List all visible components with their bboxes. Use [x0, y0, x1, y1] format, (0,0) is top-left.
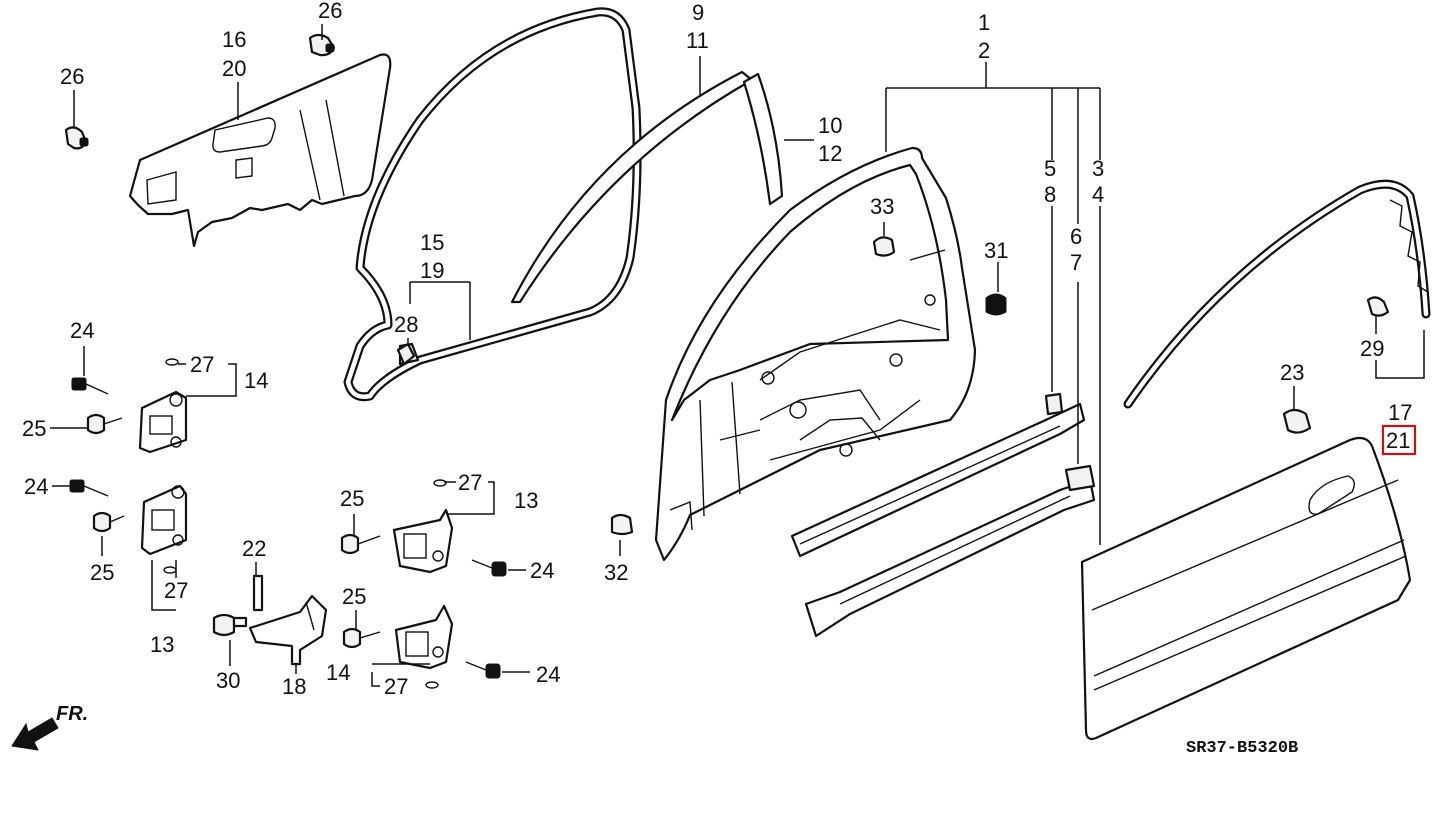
label-part-21: 21: [1386, 428, 1410, 453]
label-part-33: 33: [870, 194, 894, 219]
label-part-8: 8: [1044, 182, 1056, 207]
label-part-31: 31: [984, 238, 1008, 263]
label-part-11: 11: [686, 28, 709, 53]
leader-lines: [50, 24, 1425, 687]
label-part-19: 19: [420, 258, 444, 283]
washer-27-c: [433, 479, 447, 487]
hinge-lower-left: [140, 484, 188, 556]
label-part-23: 23: [1280, 360, 1304, 385]
label-part-2: 2: [978, 38, 990, 63]
door-hole-seal-cover: [128, 53, 392, 248]
door-sash-trim: [742, 72, 784, 206]
hinge-upper-left: [138, 390, 188, 454]
grommet-23: [1282, 408, 1312, 434]
label-part-12: 12: [818, 141, 842, 166]
label-part-15: 15: [420, 230, 444, 255]
label-part-29: 29: [1360, 336, 1384, 361]
label-part-16: 16: [222, 27, 246, 52]
clip-26-left: [64, 126, 89, 150]
door-outer-skin: [1080, 436, 1412, 741]
grommet-33: [872, 236, 896, 257]
label-part-26-top: 26: [318, 0, 342, 23]
label-part-1: 1: [978, 10, 990, 35]
hinge-middle-upper: [392, 508, 454, 574]
label-part-14-a: 14: [244, 368, 268, 393]
clip-29: [1366, 296, 1390, 317]
bolt-25-c: [340, 533, 381, 555]
label-part-6: 6: [1070, 224, 1082, 249]
grommet-32: [610, 513, 634, 536]
part-21-highlight: [1381, 424, 1417, 456]
label-part-14-b: 14: [326, 660, 350, 685]
washer-27-a: [165, 358, 179, 366]
grommet-31: [985, 293, 1007, 316]
label-part-20: 20: [222, 56, 246, 81]
label-part-10: 10: [818, 113, 842, 138]
bolt-25-a: [86, 413, 123, 435]
washer-27-d: [425, 681, 439, 689]
part-number-labels: 1 2 5 8 3 4 6 7 9 11 10 12 16 20 26 26 1…: [22, 0, 1412, 699]
checker-pin: [252, 574, 264, 612]
label-part-25-d: 25: [342, 584, 366, 609]
label-part-24-d: 24: [536, 662, 560, 687]
label-part-25-b: 25: [90, 560, 114, 585]
label-part-9: 9: [692, 0, 704, 25]
clip-26-top: [308, 33, 336, 57]
bolt-25-d: [342, 627, 381, 649]
bolt-25-b: [92, 511, 125, 533]
label-part-26-left: 26: [60, 64, 84, 89]
label-part-32: 32: [604, 560, 628, 585]
front-direction-label: FR.: [56, 703, 88, 725]
label-part-24-c: 24: [530, 558, 554, 583]
impact-beam-lower: [804, 464, 1096, 638]
bolt-30: [212, 613, 248, 637]
clip-28: [396, 342, 416, 366]
label-part-27-d: 27: [384, 674, 408, 699]
label-part-17: 17: [1388, 400, 1412, 425]
label-part-18: 18: [282, 674, 306, 699]
label-part-28: 28: [394, 312, 418, 337]
label-part-7: 7: [1070, 250, 1082, 275]
front-direction-arrow: FR.: [11, 703, 88, 751]
bolt-24-d: [465, 661, 501, 679]
label-part-25-a: 25: [22, 416, 46, 441]
label-part-3: 3: [1092, 156, 1104, 181]
label-part-13-b: 13: [514, 488, 538, 513]
impact-beam-upper: [790, 392, 1086, 558]
bolt-24-a: [71, 377, 109, 395]
label-part-13-a: 13: [150, 632, 174, 657]
label-part-4: 4: [1092, 182, 1104, 207]
label-part-27-a: 27: [190, 352, 214, 377]
label-part-27-c: 27: [458, 470, 482, 495]
label-part-30: 30: [216, 668, 240, 693]
door-checker: [248, 594, 328, 666]
label-part-27-b: 27: [164, 578, 188, 603]
hinge-middle-lower: [394, 604, 454, 670]
label-part-5: 5: [1044, 156, 1056, 181]
bolt-24-b: [69, 479, 109, 497]
diagram-reference-code: SR37-B5320B: [1186, 739, 1298, 758]
bolt-24-c: [471, 559, 507, 577]
label-part-24-b: 24: [24, 474, 48, 499]
window-frame-molding: [1123, 179, 1431, 409]
label-part-25-c: 25: [340, 486, 364, 511]
label-part-22: 22: [242, 536, 266, 561]
door-inner-frame: [654, 146, 977, 562]
washer-27-b: [163, 566, 177, 574]
label-part-24-a: 24: [70, 318, 94, 343]
